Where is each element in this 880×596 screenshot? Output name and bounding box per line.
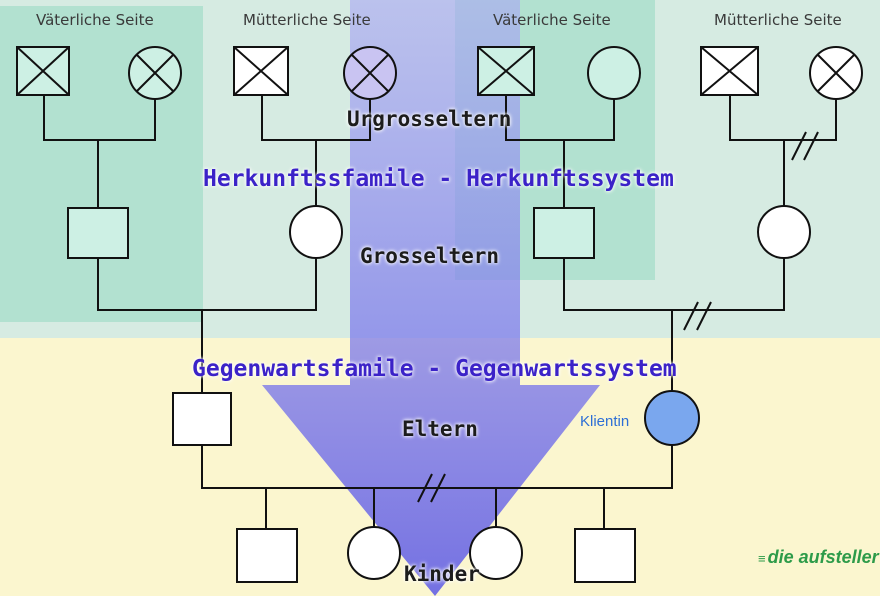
gp-female-right [757,205,811,259]
logo-mark-icon: ≡ [758,550,766,566]
connector-ggp-4 [729,95,837,141]
parent-mother-client [644,390,700,446]
label-paternal-left: Väterliche Seite [36,11,154,29]
label-grandparents: Grosseltern [360,244,500,268]
child-son-1 [236,528,298,583]
label-children: Kinder [404,562,480,586]
connector-ggp-3 [505,95,615,141]
gp-female-left [289,205,343,259]
divorce-mark-parents [417,473,446,503]
brand-logo: ≡die aufsteller [758,547,879,568]
child-son-2 [574,528,636,583]
label-maternal-right: Mütterliche Seite [714,11,842,29]
generation-arrow [262,0,600,596]
connector-gp-couple-right [563,258,785,311]
label-present-system: Gegenwartsfamile - Gegenwartssystem [192,356,677,382]
gp-male-right [533,207,595,259]
gp-male-left [67,207,129,259]
divorce-mark-ggp [791,131,819,161]
label-client: Klientin [580,413,630,430]
label-parents: Eltern [402,417,478,441]
label-great-grandparents: Urgrosseltern [347,107,512,131]
child-daughter-1 [347,526,401,580]
child-daughter-2 [469,526,523,580]
ggp-female-3 [587,46,641,100]
connector-gp-couple-left [97,258,317,311]
connector-ggp-1 [43,95,156,141]
divorce-mark-gp [683,301,712,331]
logo-text: die aufsteller [767,547,879,567]
parent-father [172,392,232,446]
label-maternal-left: Mütterliche Seite [243,11,371,29]
label-paternal-right: Väterliche Seite [493,11,611,29]
label-origin-system: Herkunftssfamile - Herkunftssystem [203,166,674,192]
